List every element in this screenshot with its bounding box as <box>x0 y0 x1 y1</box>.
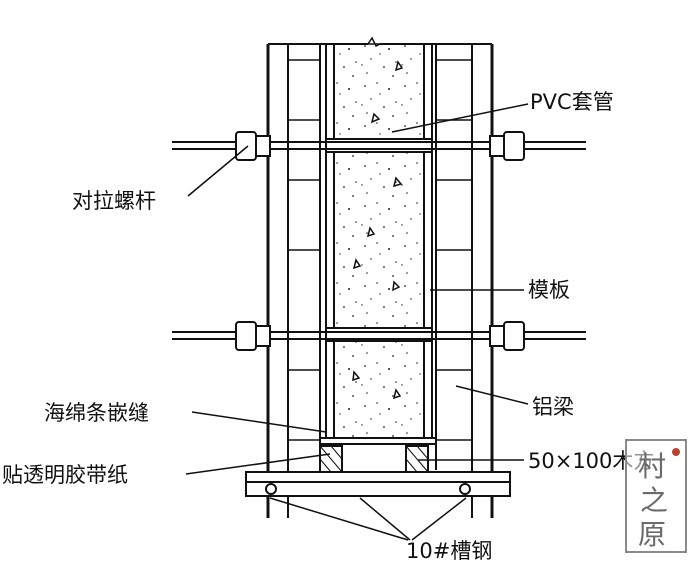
sponge-strip <box>320 437 436 445</box>
watermark-char-1: 村 <box>638 450 666 483</box>
concrete-wall <box>333 43 425 439</box>
label-sponge-strip: 海绵条嵌缝 <box>44 401 149 425</box>
label-pvc-sleeve: PVC套管 <box>530 90 614 114</box>
watermark-char-3: 原 <box>638 518 666 551</box>
leader-lines <box>185 103 529 541</box>
bolt-clamps <box>235 131 525 351</box>
watermark-accent-dot <box>672 448 680 456</box>
watermark-seal: 村 之 原 <box>625 439 687 553</box>
label-aluminum-beam: 铝梁 <box>532 395 574 419</box>
label-tie-bolt: 对拉螺杆 <box>72 189 156 213</box>
watermark-char-2: 之 <box>640 484 668 517</box>
label-channel-steel: 10#槽钢 <box>406 539 492 563</box>
label-formwork: 模板 <box>528 278 570 302</box>
timber-blocks <box>319 445 429 473</box>
aluminum-beams <box>287 44 473 518</box>
channel-steel <box>245 471 511 497</box>
label-transparent-tape: 贴透明胶带纸 <box>2 463 128 487</box>
